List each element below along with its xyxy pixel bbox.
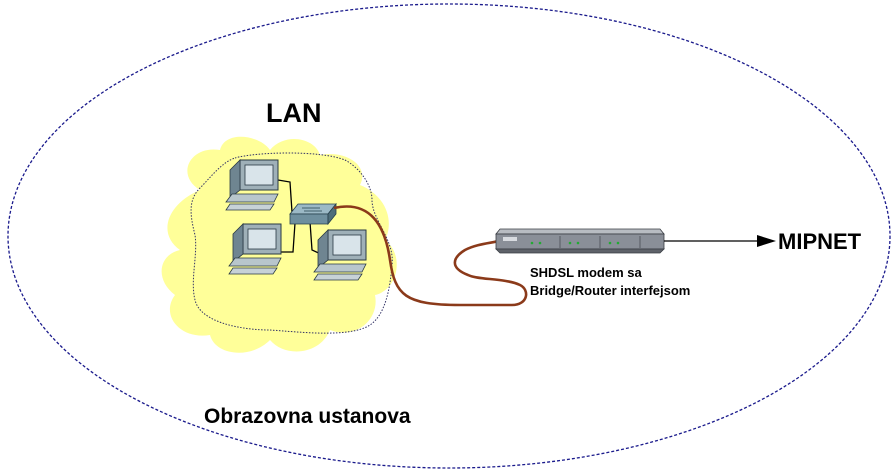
uplink-cable <box>333 205 528 307</box>
institution-label: Obrazovna ustanova <box>204 405 411 428</box>
lan-label: LAN <box>266 98 322 128</box>
mipnet-label: MIPNET <box>778 229 862 254</box>
institution-boundary <box>7 3 891 469</box>
computer-icon <box>225 159 279 211</box>
computer-icon <box>313 229 367 281</box>
lan-boundary <box>190 152 393 334</box>
modem-label: SHDSL modem sa Bridge/Router interfejsom <box>530 264 690 300</box>
modem-label-line2: Bridge/Router interfejsom <box>530 283 691 298</box>
computer-icon <box>228 223 282 275</box>
switch-icon <box>289 202 337 226</box>
modem-label-line1: SHDSL modem sa <box>530 265 642 280</box>
modem-icon <box>495 228 665 254</box>
uplink-arrow <box>664 235 776 247</box>
